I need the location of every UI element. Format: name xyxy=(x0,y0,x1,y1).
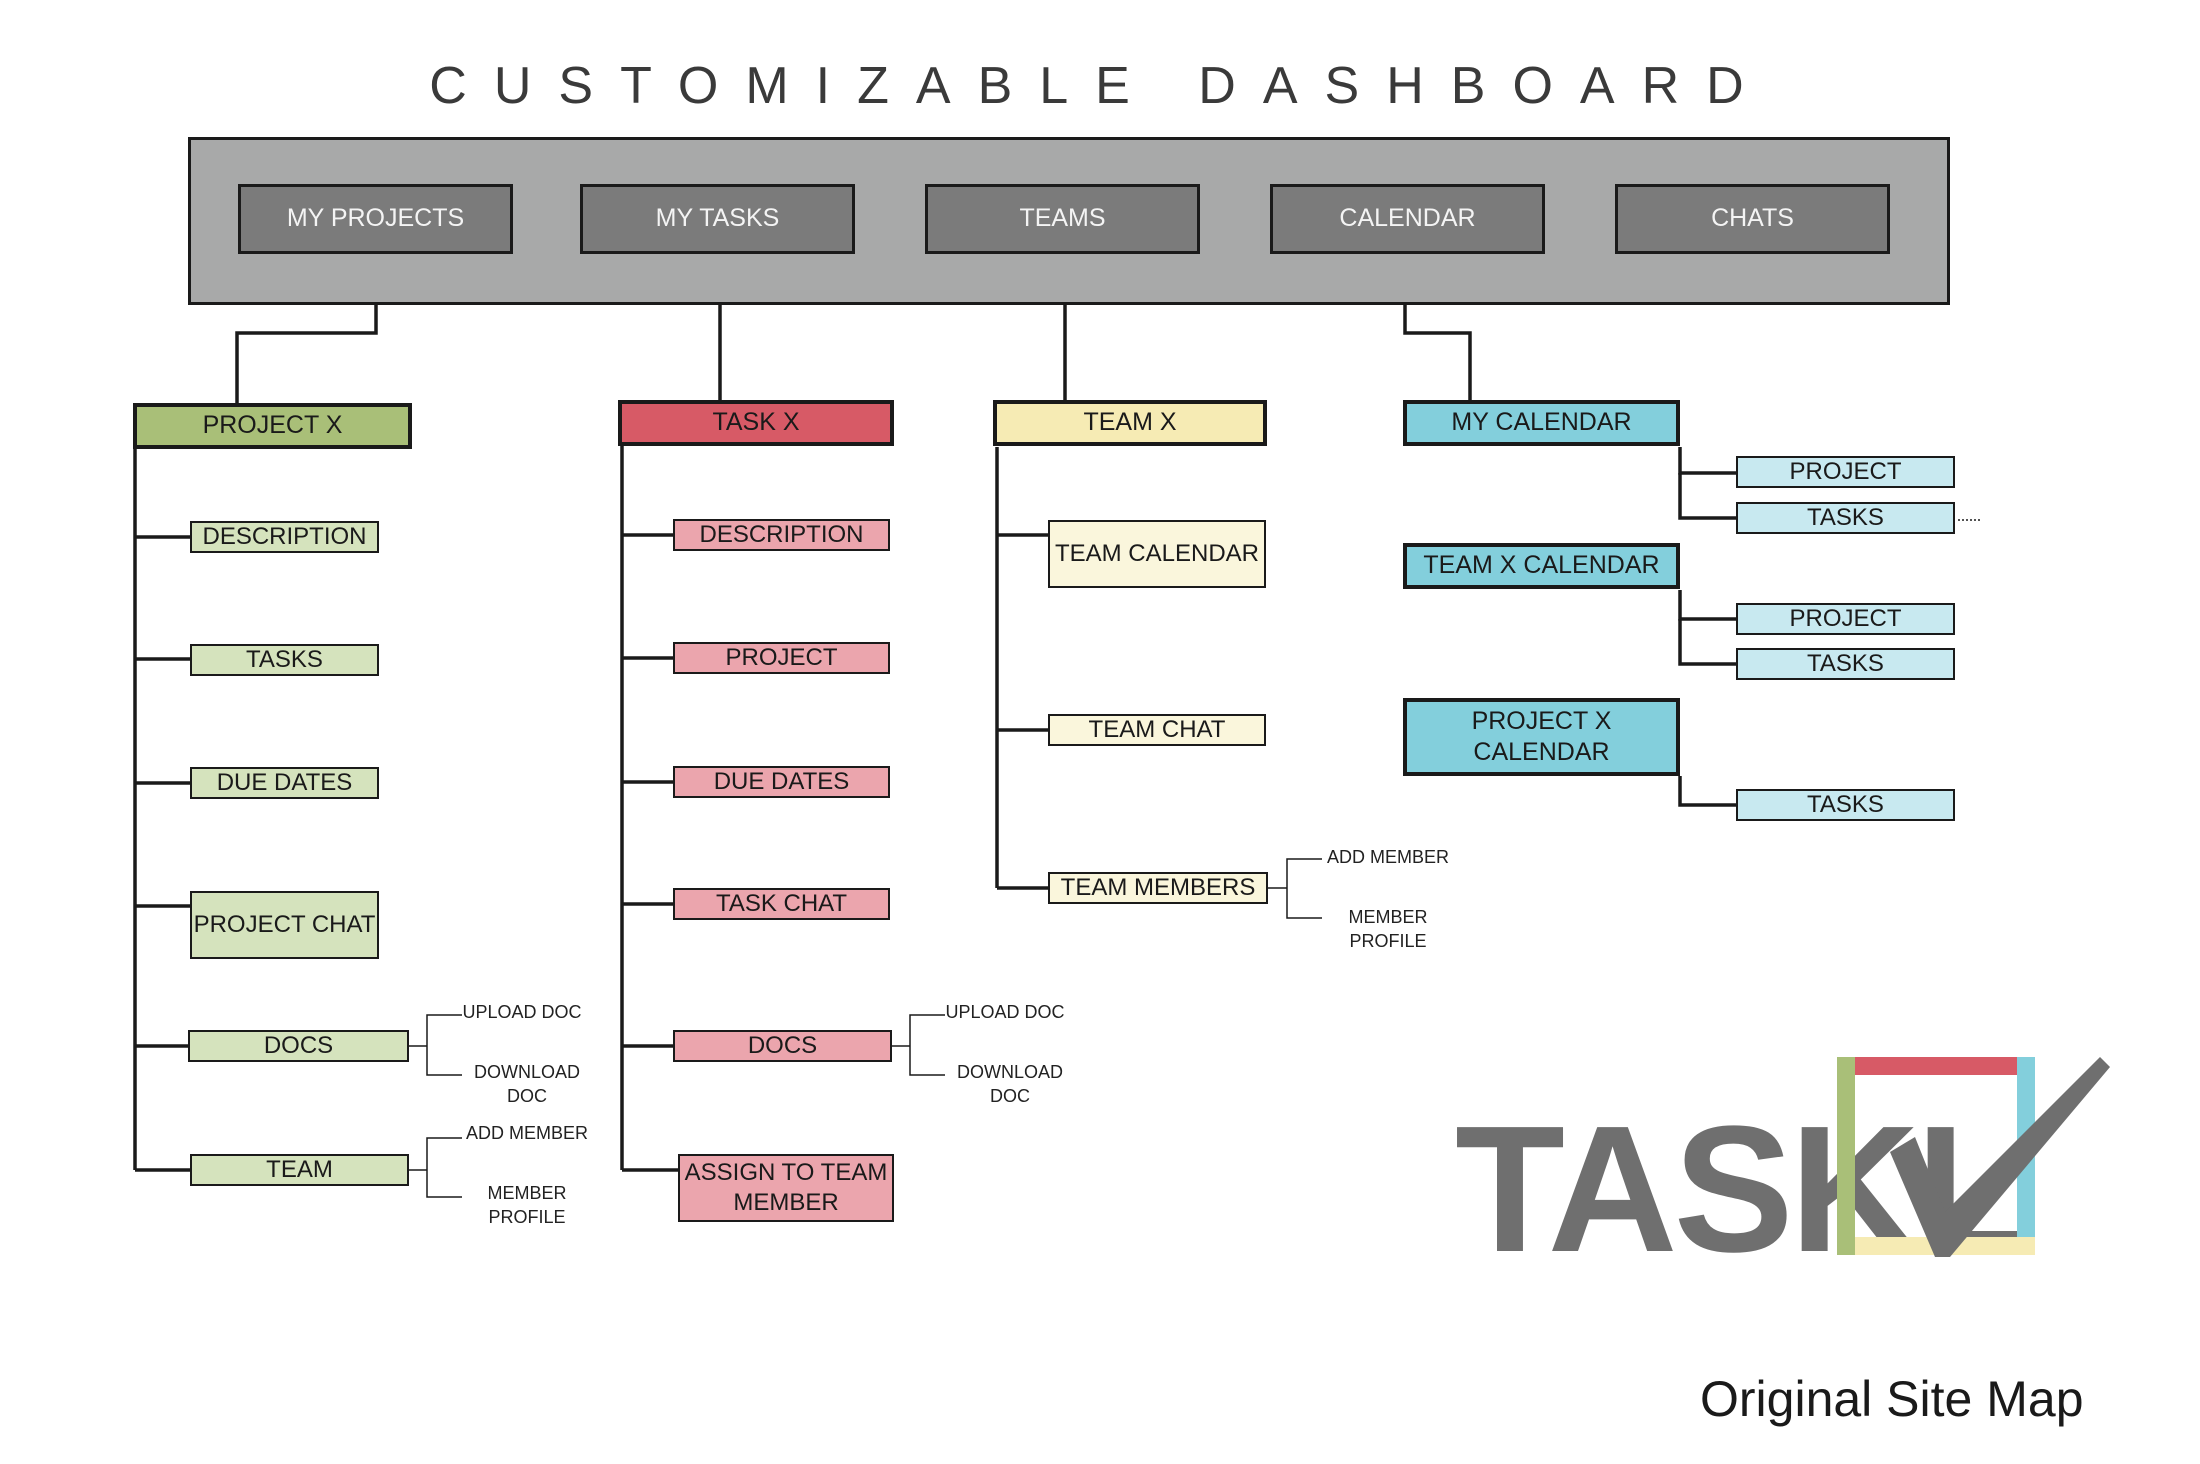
project-docs: DOCS xyxy=(188,1030,409,1062)
task-docs: DOCS xyxy=(673,1030,892,1062)
team-add-member: ADD MEMBER xyxy=(1326,847,1449,867)
project-download-doc: DOWNLOAD DOC xyxy=(473,1062,580,1107)
project-due-dates: DUE DATES xyxy=(190,767,379,799)
project-tasks: TASKS xyxy=(190,644,379,676)
team-member-profile: MEMBER PROFILE xyxy=(1348,907,1428,952)
team-x-calendar-head: TEAM X CALENDAR xyxy=(1403,543,1680,589)
nav-my-tasks[interactable]: MY TASKS xyxy=(580,184,855,254)
team-calendar-project: PROJECT xyxy=(1736,603,1955,635)
logo-checkmark-icon xyxy=(1837,1057,2110,1257)
task-project: PROJECT xyxy=(673,642,890,674)
task-assign-to-team-member: ASSIGN TO TEAM MEMBER xyxy=(678,1154,894,1222)
project-team: TEAM xyxy=(190,1154,409,1186)
project-upload-doc: UPLOAD DOC xyxy=(462,1002,582,1022)
team-calendar: TEAM CALENDAR xyxy=(1048,520,1266,588)
my-calendar-tasks: TASKS xyxy=(1736,502,1955,534)
project-x-head: PROJECT X xyxy=(133,403,412,449)
my-calendar-project: PROJECT xyxy=(1736,456,1955,488)
task-x-head: TASK X xyxy=(618,400,894,446)
nav-chats[interactable]: CHATS xyxy=(1615,184,1890,254)
page-title: CUSTOMIZABLE DASHBOARD xyxy=(429,57,1771,115)
nav-my-projects[interactable]: MY PROJECTS xyxy=(238,184,513,254)
project-description: DESCRIPTION xyxy=(190,521,379,553)
team-x-head: TEAM X xyxy=(993,400,1267,446)
project-x-calendar-head: PROJECT X CALENDAR xyxy=(1403,698,1680,776)
project-calendar-tasks: TASKS xyxy=(1736,789,1955,821)
project-member-profile: MEMBER PROFILE xyxy=(487,1183,567,1228)
team-chat: TEAM CHAT xyxy=(1048,714,1266,746)
my-calendar-head: MY CALENDAR xyxy=(1403,400,1680,446)
nav-teams[interactable]: TEAMS xyxy=(925,184,1200,254)
team-members: TEAM MEMBERS xyxy=(1048,872,1268,904)
project-chat: PROJECT CHAT xyxy=(190,891,379,959)
task-upload-doc: UPLOAD DOC xyxy=(945,1002,1065,1022)
task-description: DESCRIPTION xyxy=(673,519,890,551)
project-add-member: ADD MEMBER xyxy=(465,1123,588,1143)
task-chat: TASK CHAT xyxy=(673,888,890,920)
task-due-dates: DUE DATES xyxy=(673,766,890,798)
task-download-doc: DOWNLOAD DOC xyxy=(956,1062,1063,1107)
nav-calendar[interactable]: CALENDAR xyxy=(1270,184,1545,254)
footer-caption: Original Site Map xyxy=(1700,1371,2084,1427)
team-calendar-tasks: TASKS xyxy=(1736,648,1955,680)
